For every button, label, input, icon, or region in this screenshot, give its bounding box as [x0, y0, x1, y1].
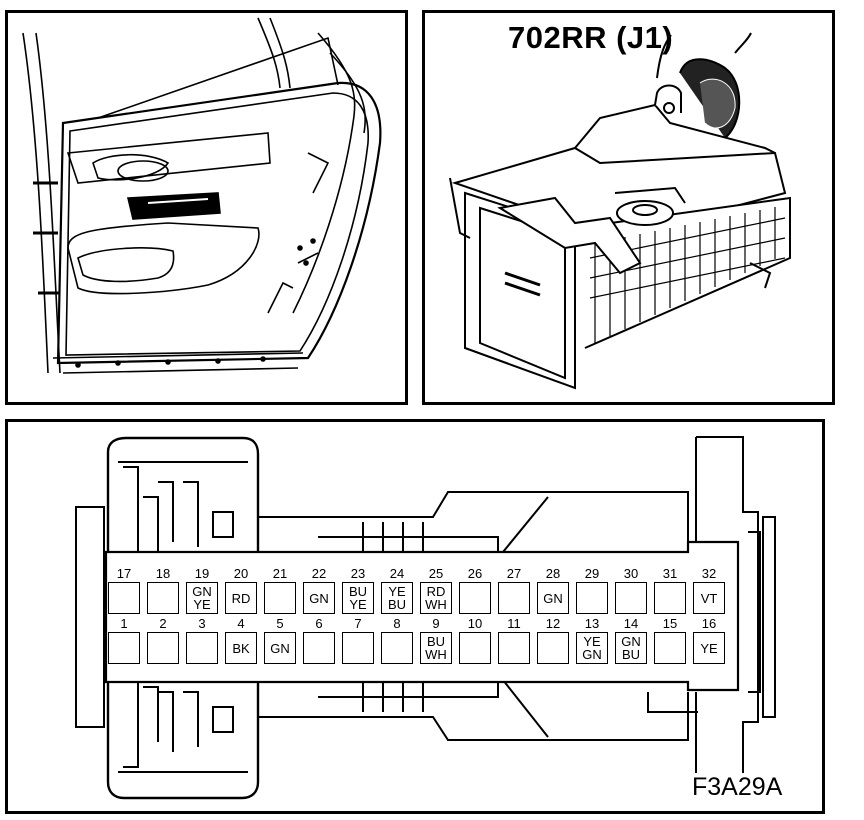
- pin-cavity: [615, 582, 647, 614]
- wire-color-code: BK: [232, 640, 250, 656]
- pin-cavity: [537, 632, 569, 664]
- wire-color-code: VT: [700, 590, 718, 606]
- pin-cavity: YE: [693, 632, 725, 664]
- pin-number: 1: [120, 616, 128, 631]
- pin-number: 25: [428, 566, 444, 581]
- wire-color-code: GN: [582, 647, 602, 662]
- pin-number: 18: [155, 566, 171, 581]
- wire-color-code: RD: [426, 584, 446, 599]
- pin-number: 27: [506, 566, 522, 581]
- pin-cavity: VT: [693, 582, 725, 614]
- pin-number: 23: [350, 566, 366, 581]
- wire-color-code: YE: [388, 584, 406, 599]
- connector-callout-label: 702RR (J1): [508, 20, 674, 55]
- wire-color-code: YE: [583, 634, 601, 649]
- pin-cavity: [654, 632, 686, 664]
- wire-color-code: GN: [621, 634, 641, 649]
- wire-color-code: WH: [425, 597, 447, 612]
- pin-number: 4: [237, 616, 245, 631]
- wire-color-code: BU: [387, 597, 407, 612]
- pin-number: 13: [584, 616, 600, 631]
- pin-number: 21: [272, 566, 288, 581]
- pin-number: 26: [467, 566, 483, 581]
- pin-cavity: [147, 632, 179, 664]
- pin-number: 29: [584, 566, 600, 581]
- figure-code: F3A29A: [690, 773, 785, 802]
- pin-cavity: GN: [537, 582, 569, 614]
- pin-cavity: [381, 632, 413, 664]
- pin-number: 7: [354, 616, 362, 631]
- pin-number: 20: [233, 566, 249, 581]
- wire-color-code: GN: [309, 590, 329, 606]
- pin-cavity: [264, 582, 296, 614]
- rear-door-illustration: [22, 17, 382, 374]
- pin-cavity: [303, 632, 335, 664]
- pin-cavity: [498, 582, 530, 614]
- pin-cavity: [108, 582, 140, 614]
- wire-color-code: BU: [621, 647, 641, 662]
- wire-color-code: RD: [231, 590, 251, 606]
- pin-cavity: [498, 632, 530, 664]
- pin-number: 19: [194, 566, 210, 581]
- wire-color-code: GN: [270, 640, 290, 656]
- pin-cavity: [147, 582, 179, 614]
- pin-number: 9: [432, 616, 440, 631]
- pin-number: 6: [315, 616, 323, 631]
- pin-number: 11: [507, 616, 521, 631]
- pin-cavity: [459, 582, 491, 614]
- pin-cavity: GN: [303, 582, 335, 614]
- pin-number: 16: [701, 616, 717, 631]
- pin-number: 30: [623, 566, 639, 581]
- pin-number: 15: [662, 616, 678, 631]
- pin-number: 5: [276, 616, 284, 631]
- pin-number: 22: [311, 566, 327, 581]
- pin-number: 12: [545, 616, 561, 631]
- wire-color-code: YE: [349, 597, 367, 612]
- wire-color-code: BU: [348, 584, 368, 599]
- connector-702rr-illustration: [449, 32, 791, 390]
- connector-view-panel: [422, 10, 835, 405]
- pin-number: 17: [116, 566, 132, 581]
- pin-cavity: [576, 582, 608, 614]
- pin-cavity: [342, 632, 374, 664]
- door-location-panel: [5, 10, 408, 405]
- wire-color-code: WH: [425, 647, 447, 662]
- pin-number: 28: [545, 566, 561, 581]
- pin-number: 2: [159, 616, 167, 631]
- wire-color-code: YE: [700, 640, 718, 656]
- pin-cavity: [654, 582, 686, 614]
- pin-number: 14: [623, 616, 639, 631]
- pin-cavity: [108, 632, 140, 664]
- wire-color-code: GN: [192, 584, 212, 599]
- pin-cavity: GN: [264, 632, 296, 664]
- pin-cavity: [186, 632, 218, 664]
- pin-cavity: RD: [225, 582, 257, 614]
- wire-color-code: GN: [543, 590, 563, 606]
- wire-color-code: YE: [193, 597, 211, 612]
- wire-color-code: BU: [426, 634, 446, 649]
- pin-number: 3: [198, 616, 206, 631]
- pin-number: 31: [662, 566, 678, 581]
- pin-cavity: BK: [225, 632, 257, 664]
- pin-number: 8: [393, 616, 401, 631]
- pin-number: 10: [467, 616, 483, 631]
- pin-number: 24: [389, 566, 405, 581]
- pin-number: 32: [701, 566, 717, 581]
- pin-cavity: [459, 632, 491, 664]
